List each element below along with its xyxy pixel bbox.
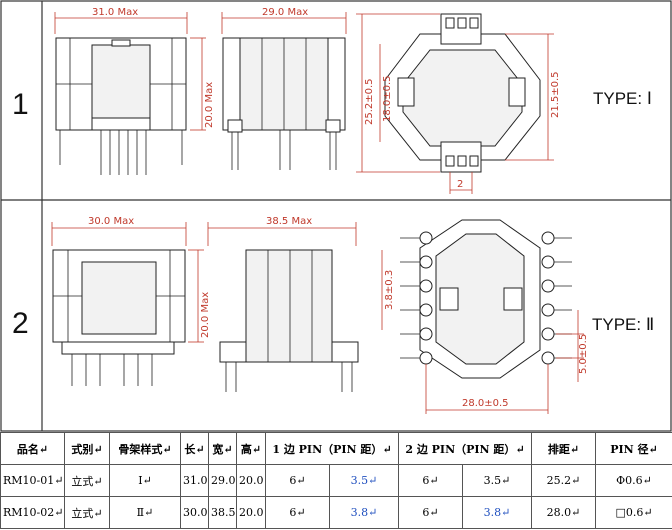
row1-inner-span-label: 18.0±0.5 — [382, 75, 393, 122]
row1-pitch-dim: 2 — [449, 172, 473, 194]
cell-bobbin-style: Ⅱ↵ — [109, 496, 181, 529]
drawing-frame — [0, 0, 672, 432]
row1-front-width-dim: 31.0 Max — [54, 7, 188, 34]
cell-width: 38.5↵ — [208, 496, 237, 529]
cell-pin-diameter: Φ0.6↵ — [595, 464, 672, 497]
header-cell: 2 边 PIN（PIN 距）↵ — [398, 432, 532, 465]
cell-row-spacing: 28.0↵ — [531, 496, 596, 529]
cell-part-name: RM10-01↵ — [0, 464, 65, 497]
cell-side1-pitch: 3.5↵ — [329, 464, 399, 497]
row2-height-label: 20.0 Max — [200, 292, 211, 338]
header-cell: 式别↵ — [64, 432, 110, 465]
row2-right-pins — [541, 231, 572, 365]
spec-table: 品名↵ 式别↵ 骨架样式↵ 长↵ 宽↵ 高↵ 1 边 PIN（PIN 距）↵ 2… — [0, 432, 672, 529]
cell-length: 31.0↵ — [180, 464, 209, 497]
header-cell: 排距↵ — [531, 432, 596, 465]
row2-front-width-label: 30.0 Max — [88, 216, 134, 227]
row-number-1: 1 — [12, 88, 29, 121]
cell-length: 30.0↵ — [180, 496, 209, 529]
cell-side2-pitch: 3.5↵ — [462, 464, 532, 497]
table-row: RM10-02↵ 立式↵ Ⅱ↵ 30.0↵ 38.5↵ 20.0↵ 6↵ 3.8… — [0, 496, 672, 529]
row2-side-view — [219, 249, 359, 392]
cell-side2-pins: 6↵ — [398, 496, 463, 529]
cell-mount-type: 立式↵ — [64, 496, 110, 529]
cell-side2-pins: 6↵ — [398, 464, 463, 497]
row1-side-view — [222, 37, 346, 170]
row2-pin-row-span-label: 28.0±0.5 — [462, 398, 509, 409]
row1-inner-span-dim: 18.0±0.5 — [379, 44, 393, 142]
header-cell: 宽↵ — [208, 432, 237, 465]
cell-height: 20.0↵ — [236, 464, 266, 497]
cell-row-spacing: 25.2↵ — [531, 464, 596, 497]
row1-outer-span-dim: 25.2±0.5 — [356, 13, 440, 173]
cell-side1-pins: 6↵ — [265, 496, 330, 529]
row2-side-pitch-label: 3.8±0.3 — [384, 270, 395, 310]
row1-right-span-dim: 21.5±0.5 — [505, 33, 561, 161]
row2-bottom-view — [419, 219, 541, 379]
row1-height-dim: 20.0 Max — [190, 37, 215, 131]
table-row: RM10-01↵ 立式↵ Ⅰ↵ 31.0↵ 29.0↵ 20.0↵ 6↵ 3.5… — [0, 464, 672, 497]
row1-right-span-label: 21.5±0.5 — [550, 71, 561, 118]
cell-bobbin-style: Ⅰ↵ — [109, 464, 181, 497]
cell-side2-pitch: 3.8↵ — [462, 496, 532, 529]
row2-side-width-label: 38.5 Max — [266, 216, 312, 227]
cell-height: 20.0↵ — [236, 496, 266, 529]
row-number-2: 2 — [12, 307, 29, 340]
row1-side-width-label: 29.0 Max — [262, 7, 308, 18]
header-cell: 长↵ — [180, 432, 209, 465]
row2-side-width-dim: 38.5 Max — [207, 216, 357, 246]
row2-type-label: TYPE: Ⅱ — [592, 315, 654, 334]
cell-width: 29.0↵ — [208, 464, 237, 497]
spec-table-header: 品名↵ 式别↵ 骨架样式↵ 长↵ 宽↵ 高↵ 1 边 PIN（PIN 距）↵ 2… — [0, 432, 672, 465]
row1-height-label: 20.0 Max — [204, 82, 215, 128]
cell-pin-diameter: □0.6↵ — [595, 496, 672, 529]
technical-drawing: 1 2 31.0 Max 20.0 Max 29 — [0, 0, 672, 432]
header-cell: 高↵ — [236, 432, 266, 465]
row2-side-pitch-dim: 3.8±0.3 — [381, 250, 395, 330]
row2-right-pitch-label: 5.0±0.5 — [578, 334, 589, 374]
header-cell: PIN 径↵ — [595, 432, 672, 465]
row2-height-dim: 20.0 Max — [188, 249, 211, 343]
row2-left-pins — [400, 231, 433, 365]
row2-front-width-dim: 30.0 Max — [51, 216, 187, 246]
cell-side1-pins: 6↵ — [265, 464, 330, 497]
row1-bottom-view — [384, 13, 541, 173]
row2-right-pitch-dim: 5.0±0.5 — [556, 310, 589, 382]
row1-pitch-label: 2 — [457, 179, 463, 190]
row2-pin-row-span-dim: 28.0±0.5 — [425, 364, 549, 414]
cell-mount-type: 立式↵ — [64, 464, 110, 497]
cell-side1-pitch: 3.8↵ — [329, 496, 399, 529]
row1-type-label: TYPE: Ⅰ — [593, 89, 652, 108]
row1-side-width-dim: 29.0 Max — [221, 7, 347, 34]
header-cell: 1 边 PIN（PIN 距）↵ — [265, 432, 399, 465]
row2-front-view — [52, 249, 186, 386]
header-cell: 品名↵ — [0, 432, 65, 465]
header-cell: 骨架样式↵ — [109, 432, 181, 465]
row1-front-width-label: 31.0 Max — [92, 7, 138, 18]
row1-outer-span-label: 25.2±0.5 — [364, 78, 375, 125]
row1-front-view — [55, 37, 187, 175]
cell-part-name: RM10-02↵ — [0, 496, 65, 529]
